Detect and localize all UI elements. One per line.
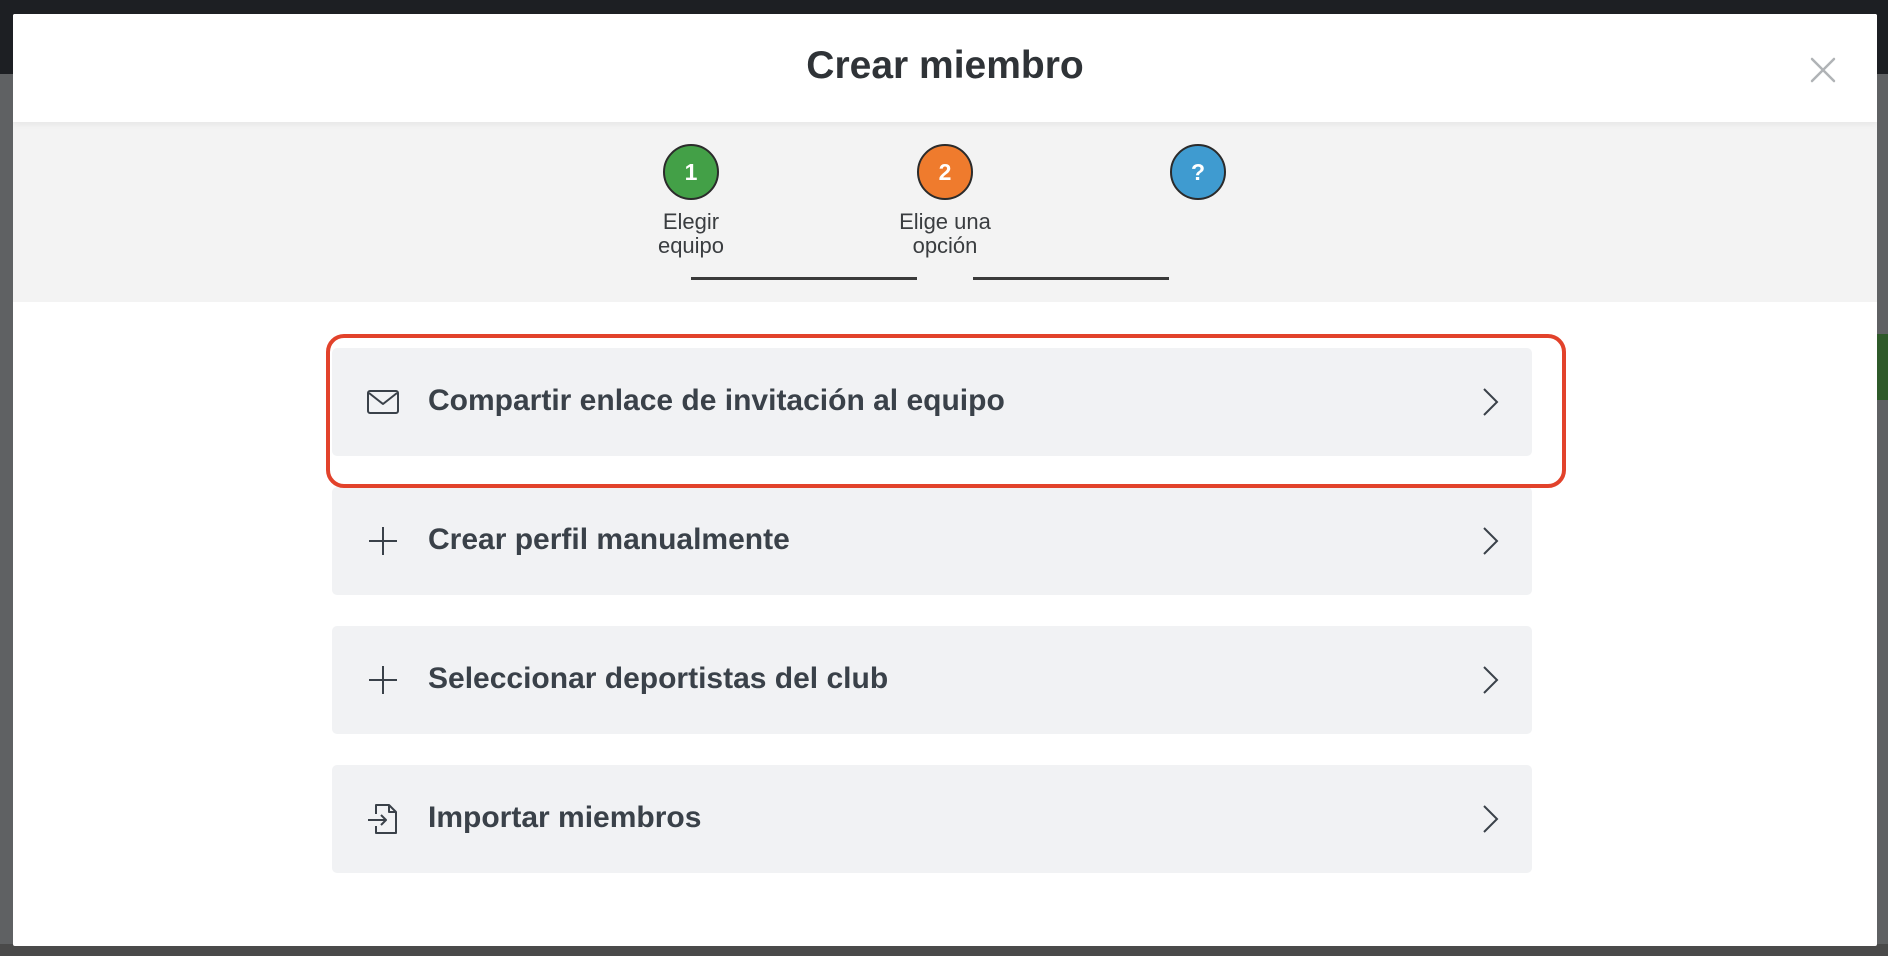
step-connector: [691, 277, 917, 280]
chevron-right-icon: [1480, 803, 1500, 835]
plus-icon: [366, 663, 400, 697]
chevron-right-icon: [1480, 386, 1500, 418]
option-create-profile-manually[interactable]: Crear perfil manualmente: [332, 487, 1532, 595]
step-2-circle: 2: [917, 144, 973, 200]
envelope-icon: [366, 385, 400, 419]
chevron-right-icon: [1480, 664, 1500, 696]
step-3-circle: ?: [1170, 144, 1226, 200]
step-connector: [973, 277, 1169, 280]
option-label: Compartir enlace de invitación al equipo: [428, 384, 1005, 417]
option-label: Crear perfil manualmente: [428, 523, 790, 556]
option-label: Importar miembros: [428, 801, 702, 834]
close-button[interactable]: [1805, 52, 1841, 88]
backdrop-bottom-strip: [0, 944, 1888, 956]
option-import-members[interactable]: Importar miembros: [332, 765, 1532, 873]
option-share-invite-link[interactable]: Compartir enlace de invitación al equipo: [332, 348, 1532, 456]
step-3: ?: [1118, 144, 1278, 210]
import-file-icon: [366, 802, 400, 836]
chevron-right-icon: [1480, 525, 1500, 557]
option-label: Seleccionar deportistas del club: [428, 662, 889, 695]
step-1-circle: 1: [663, 144, 719, 200]
step-2-label: Elige una opción: [899, 209, 991, 258]
modal-title: Crear miembro: [806, 44, 1084, 87]
step-2: 2 Elige una opción: [865, 144, 1025, 258]
backdrop-green-element: [1874, 334, 1888, 400]
option-select-club-athletes[interactable]: Seleccionar deportistas del club: [332, 626, 1532, 734]
plus-icon: [366, 524, 400, 558]
close-icon: [1810, 57, 1836, 83]
modal-header: Crear miembro: [13, 14, 1877, 122]
step-1: 1 Elegir equipo: [611, 144, 771, 258]
options-list: Compartir enlace de invitación al equipo…: [332, 348, 1532, 904]
step-1-label: Elegir equipo: [657, 209, 725, 258]
